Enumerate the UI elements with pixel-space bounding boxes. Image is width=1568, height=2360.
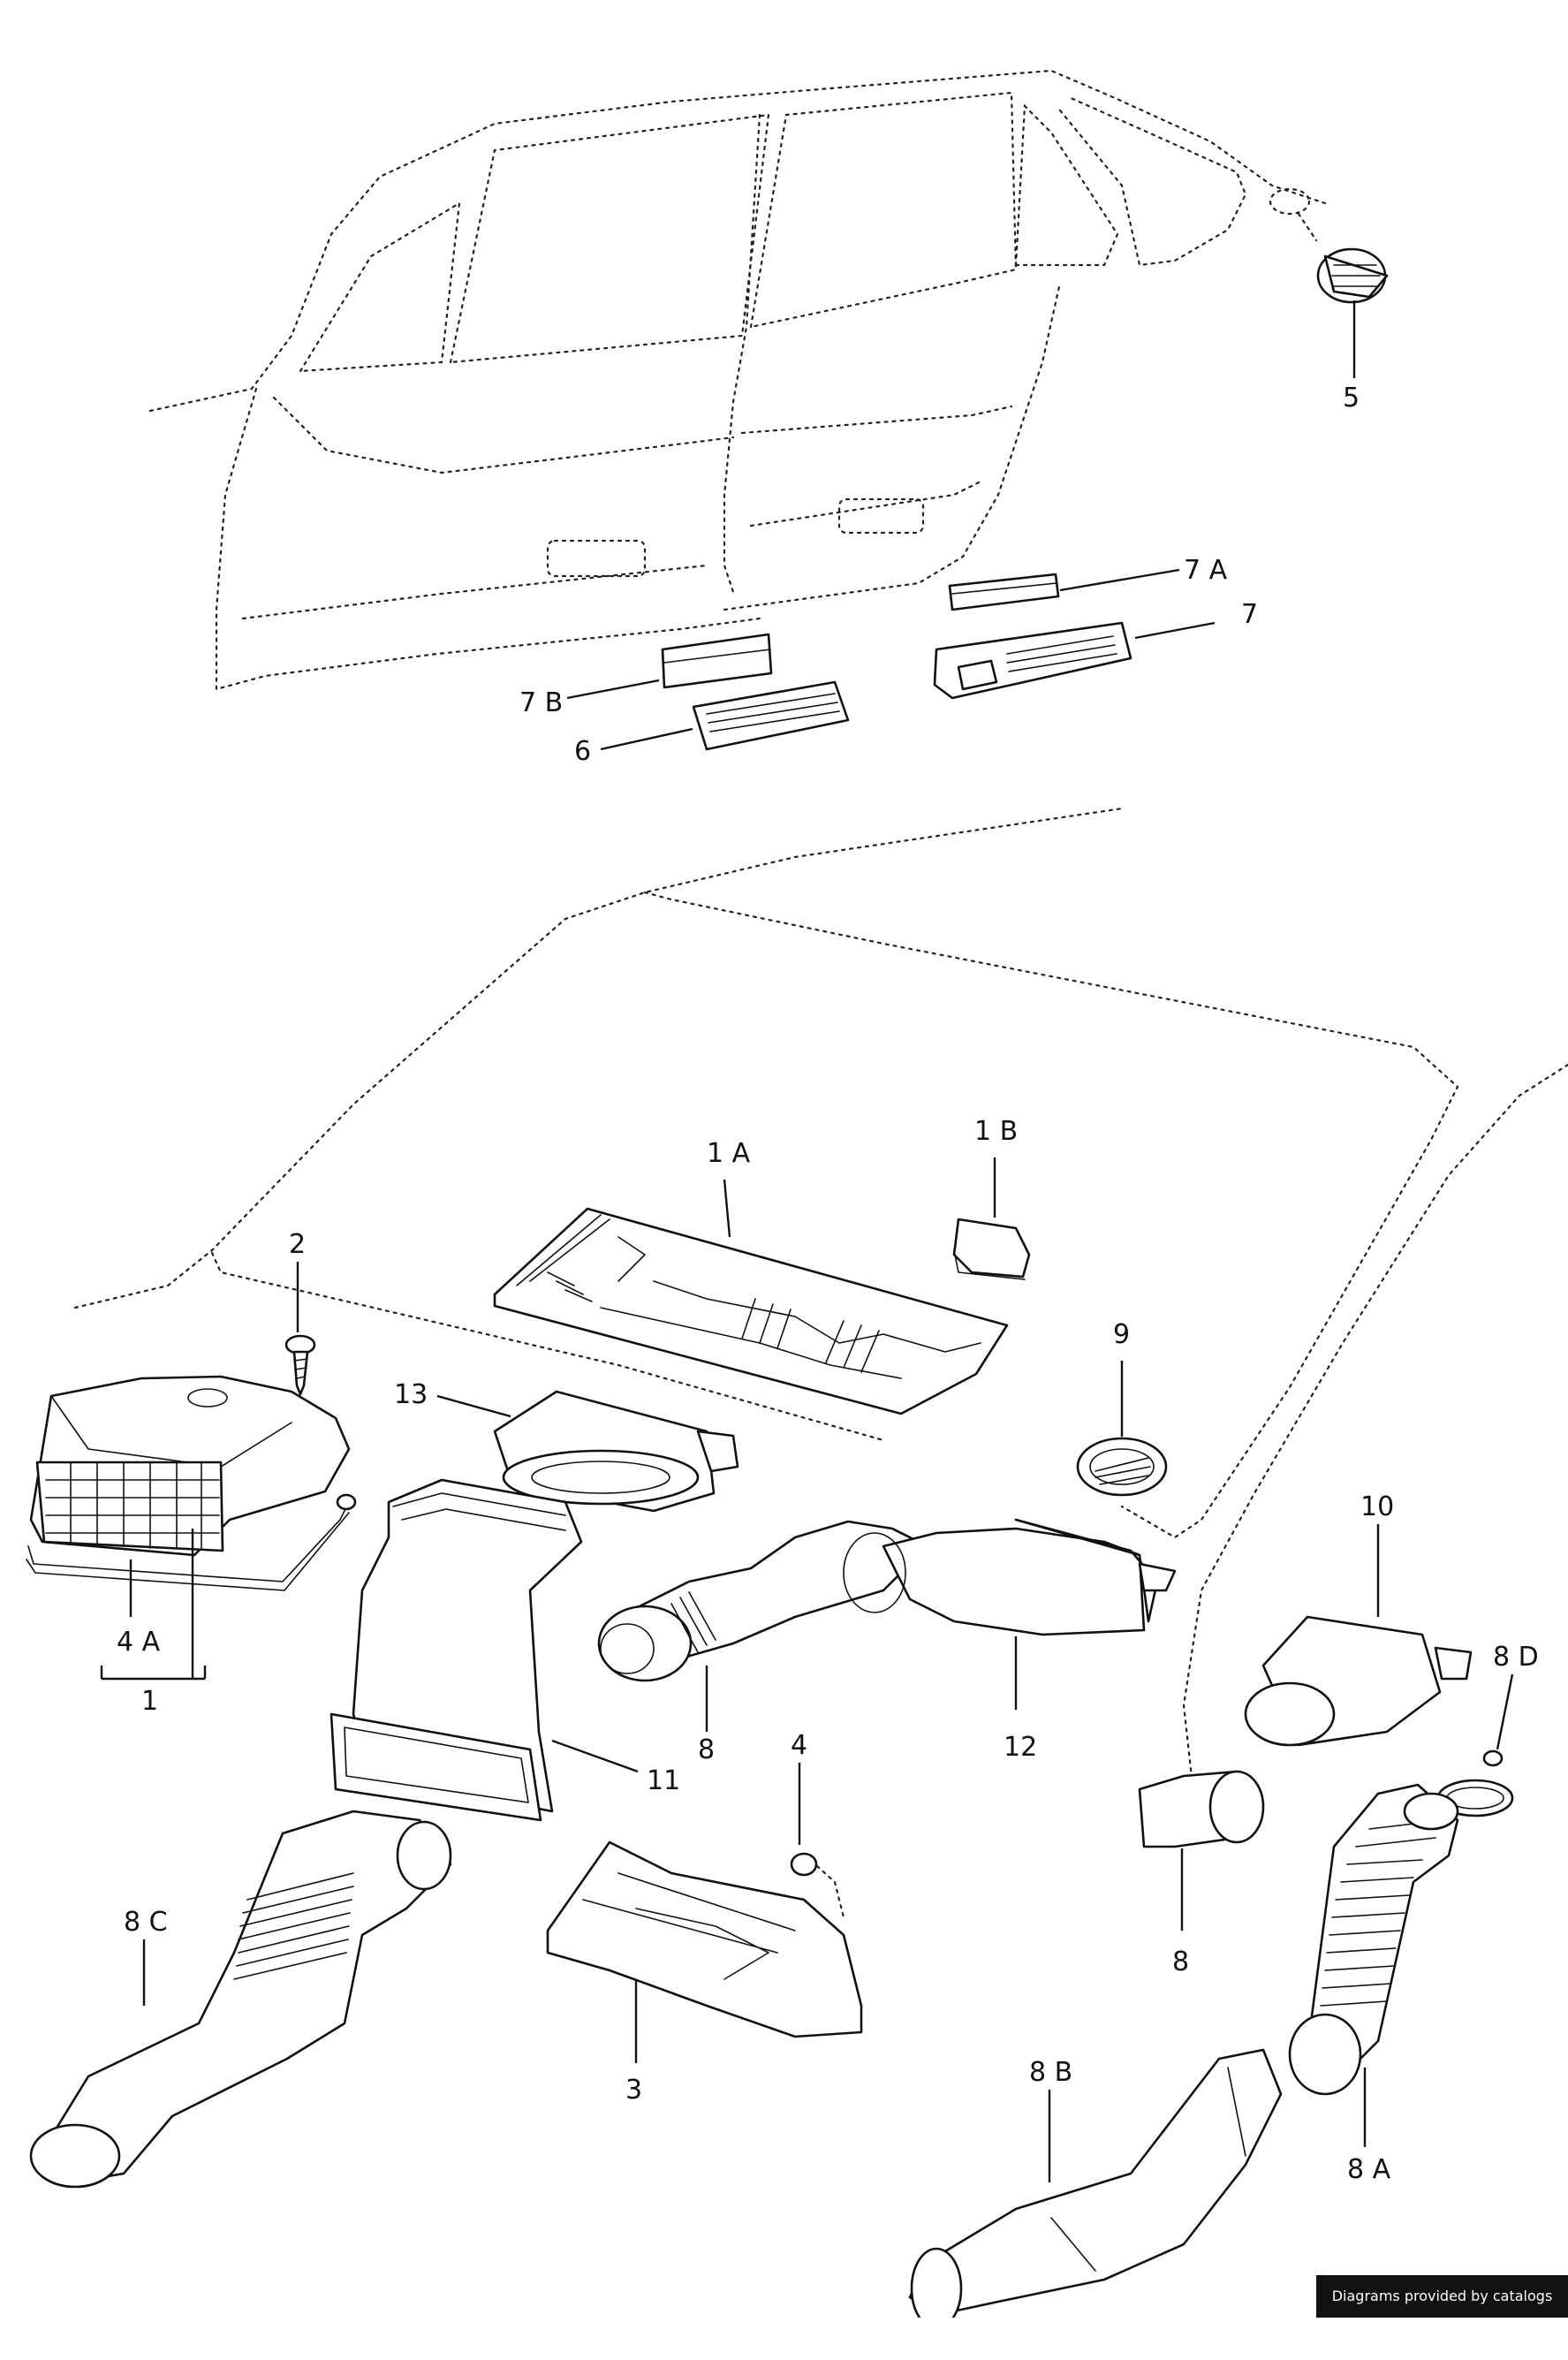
callout-6: 6 — [574, 736, 591, 767]
clamp-8D — [1436, 1673, 1514, 1817]
callout-labels: 5 7 A 7 7 B 6 1 A 1 B 2 9 13 10 8 D 4 A … — [117, 383, 1539, 2185]
console-vent-part — [26, 1375, 357, 1681]
callout-8B: 8 B — [1029, 2057, 1072, 2088]
rear-duct-8B — [908, 2048, 1283, 2318]
side-vent-6 — [566, 633, 850, 751]
callout-8-right: 8 — [1172, 1946, 1189, 1977]
tunnel-cover-part — [493, 1179, 1009, 1415]
duct-end-8 — [1138, 1770, 1265, 1931]
callout-7B: 7 B — [519, 687, 563, 718]
credit-banner: Diagrams provided by catalogs parts — [1316, 2275, 1568, 2347]
callout-4A: 4 A — [117, 1627, 161, 1658]
callout-9: 9 — [1113, 1319, 1130, 1350]
round-outlet-part — [1076, 1361, 1168, 1497]
floor-outline — [73, 807, 1568, 1787]
callout-12: 12 — [1004, 1732, 1037, 1763]
callout-13: 13 — [394, 1379, 428, 1410]
callout-1: 1 — [141, 1686, 158, 1717]
callout-3: 3 — [625, 2075, 642, 2106]
callout-7A: 7 A — [1184, 555, 1228, 586]
clip-part — [952, 1157, 1031, 1280]
nut-part — [790, 1763, 845, 1919]
round-vent-part — [1297, 212, 1389, 378]
duct-adapter-13 — [436, 1390, 739, 1513]
callout-2: 2 — [289, 1229, 306, 1260]
callout-10: 10 — [1360, 1491, 1394, 1522]
car-body-outline — [148, 69, 1327, 691]
callout-8-center: 8 — [698, 1734, 715, 1765]
callout-8D: 8 D — [1493, 1642, 1539, 1673]
rear-duct-12 — [597, 1518, 1177, 1732]
bracket-part — [546, 1840, 863, 2063]
callout-4: 4 — [791, 1730, 807, 1761]
left-duct-8C — [29, 1810, 452, 2189]
callout-5: 5 — [1343, 383, 1360, 414]
callout-8C: 8 C — [124, 1907, 168, 1938]
callout-11: 11 — [647, 1765, 680, 1796]
screw-part — [284, 1262, 316, 1396]
side-vent-7 — [933, 568, 1216, 700]
callout-7: 7 — [1241, 599, 1258, 630]
flex-hose-8A — [1288, 1783, 1459, 2147]
large-duct-11 — [330, 1478, 639, 1822]
callout-8A: 8 A — [1347, 2154, 1391, 2185]
callout-1A: 1 A — [707, 1138, 751, 1169]
rear-adapter-10 — [1244, 1524, 1473, 1747]
callout-1B: 1 B — [974, 1116, 1018, 1147]
